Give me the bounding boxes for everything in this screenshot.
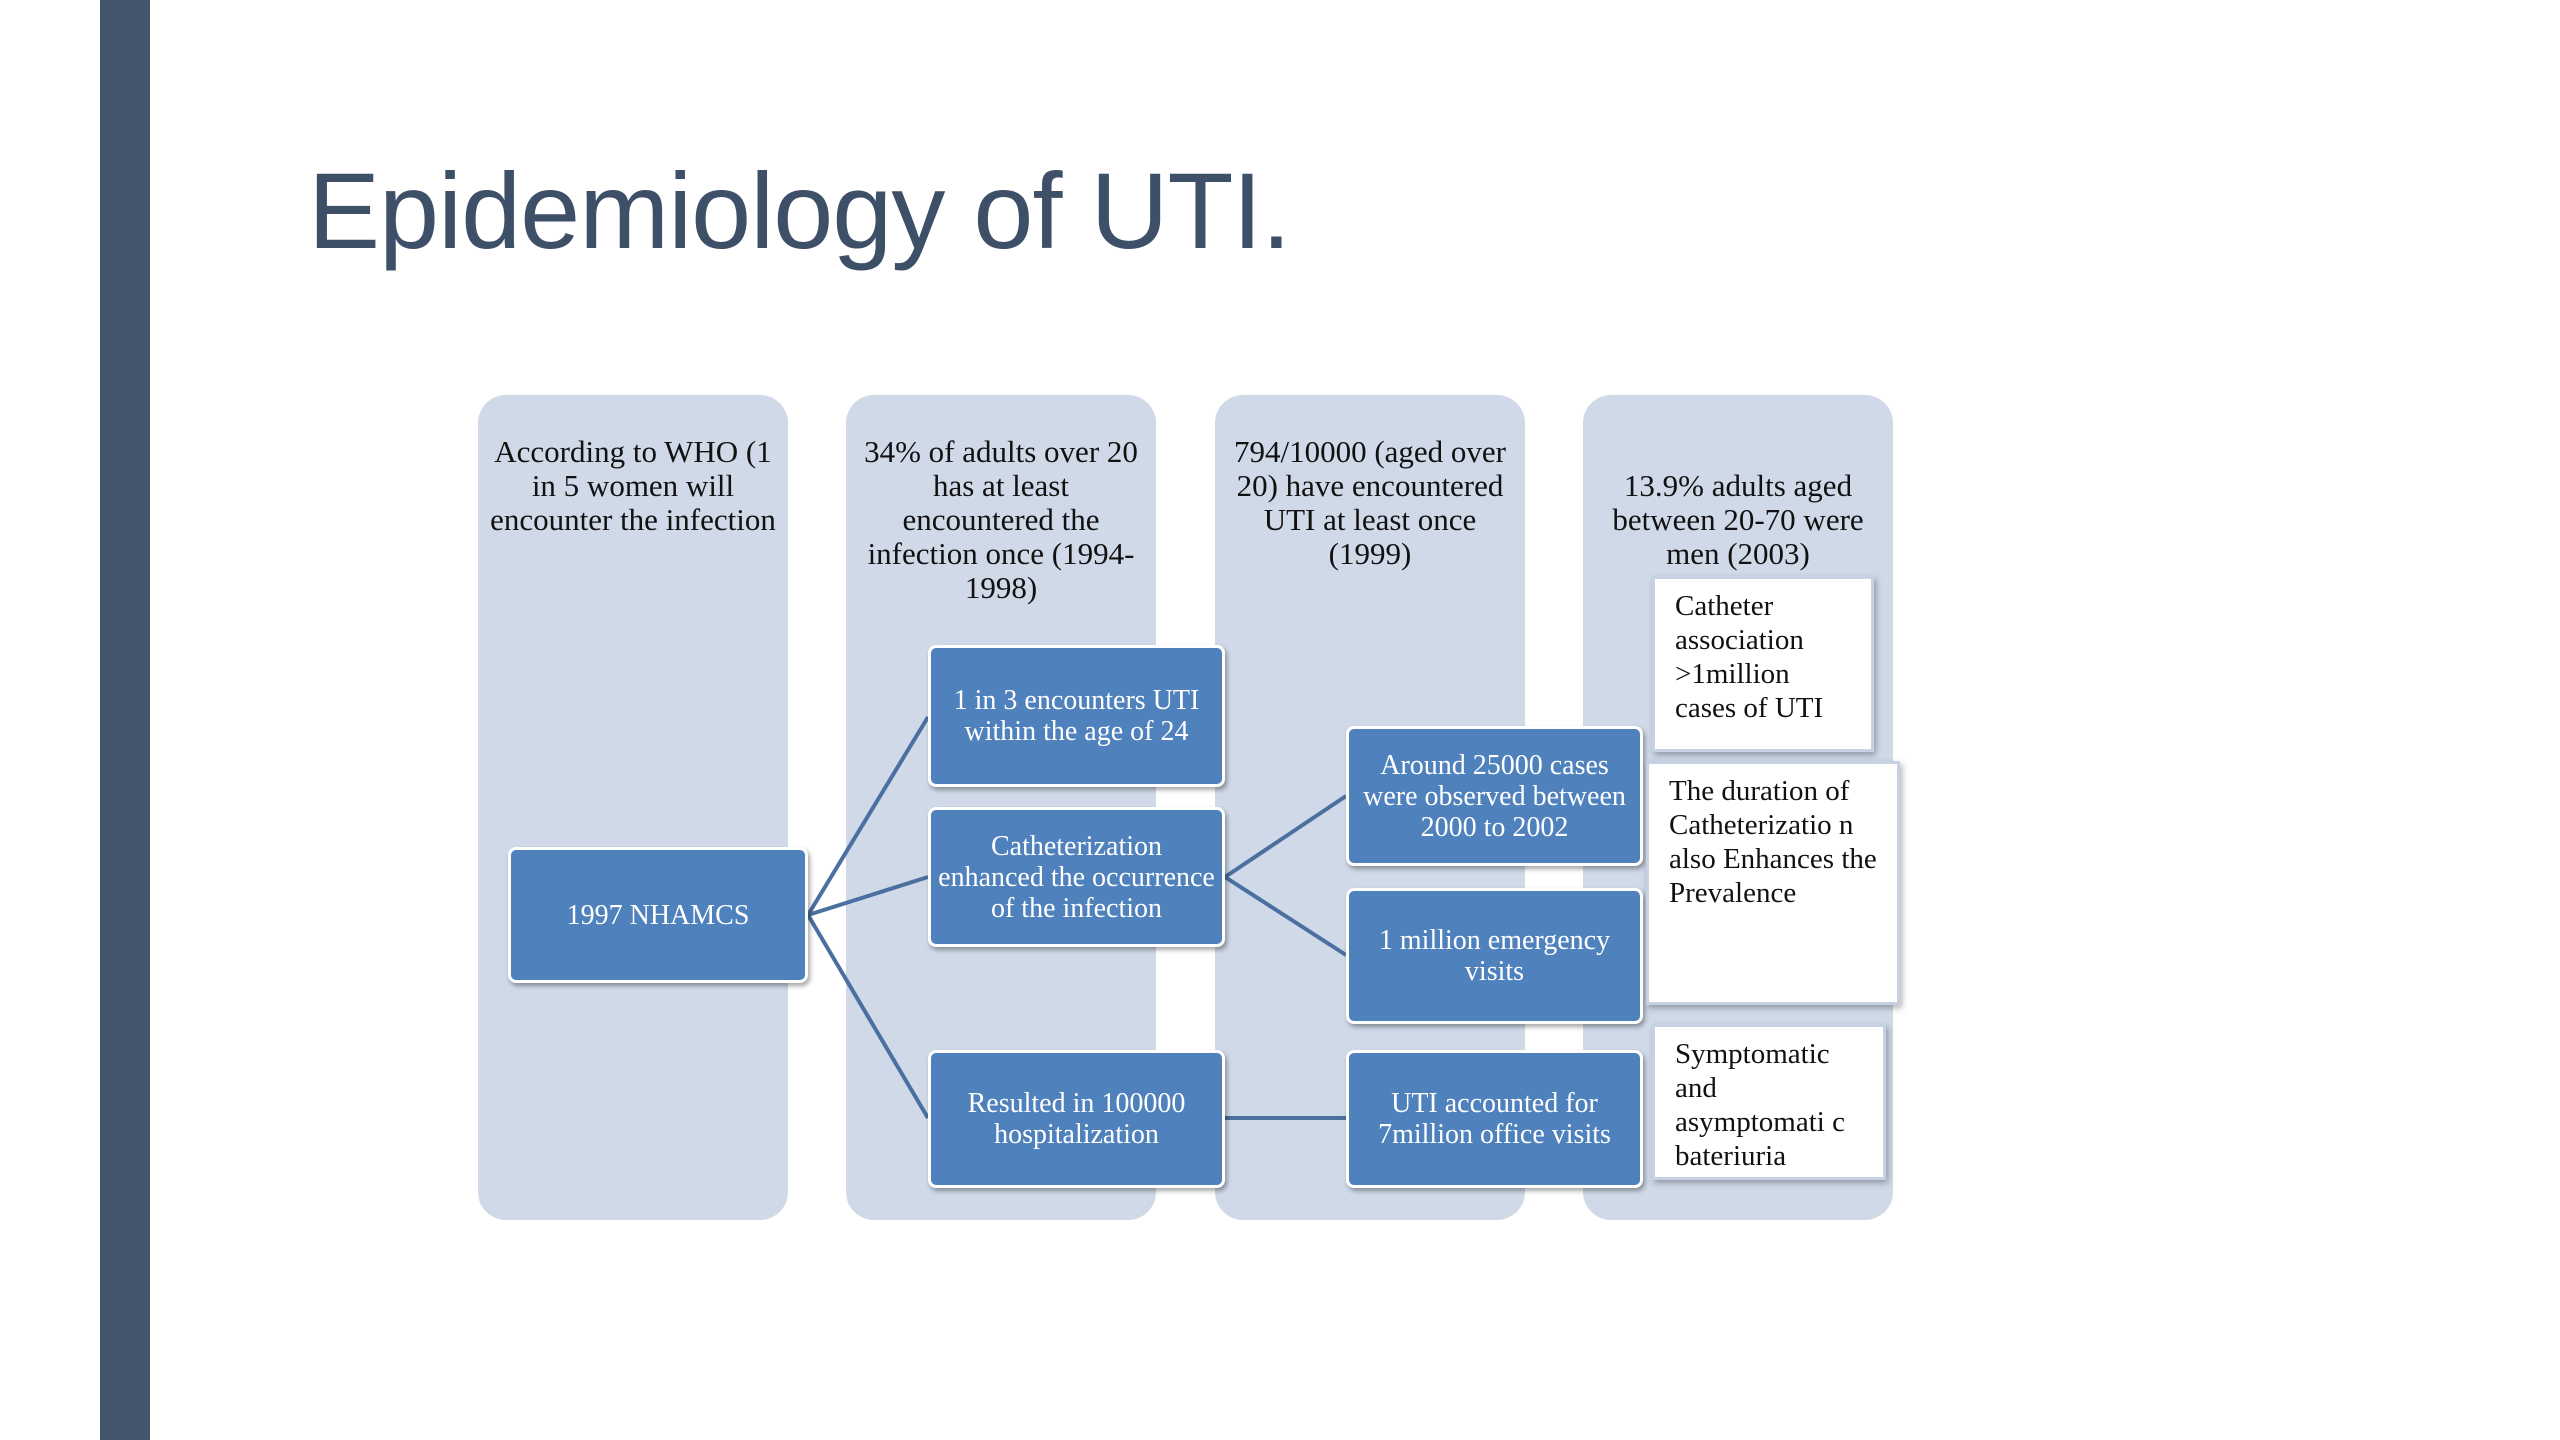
- connector-root-encounters: [806, 715, 930, 917]
- note-catheter-association: Catheter association >1million cases of …: [1652, 576, 1874, 752]
- connector-catheterization-cases: [1223, 794, 1348, 879]
- node-cases-observed: Around 25000 cases were observed between…: [1346, 726, 1643, 866]
- column-who-label: According to WHO (1 in 5 women will enco…: [490, 434, 776, 537]
- node-1997-nhamcs: 1997 NHAMCS: [508, 847, 808, 983]
- column-adults-1994-label: 34% of adults over 20 has at least encou…: [864, 434, 1138, 605]
- node-catheterization: Catheterization enhanced the occurrence …: [928, 807, 1225, 947]
- node-hospitalization: Resulted in 100000 hospitalization: [928, 1050, 1225, 1188]
- node-office-visits: UTI accounted for 7million office visits: [1346, 1050, 1643, 1188]
- note-bateriuria: Symptomatic and asymptomati c bateriuria: [1652, 1024, 1886, 1180]
- note-catheterization-duration: The duration of Catheterizatio n also En…: [1646, 761, 1900, 1005]
- node-emergency-visits: 1 million emergency visits: [1346, 888, 1643, 1024]
- connector-root-hospitalization: [806, 913, 930, 1120]
- column-1999-label: 794/10000 (aged over 20) have encountere…: [1233, 434, 1507, 571]
- column-men-2003-label: 13.9% adults aged between 20-70 were men…: [1612, 468, 1864, 571]
- slide-side-bar: [100, 0, 150, 1440]
- column-who: According to WHO (1 in 5 women will enco…: [478, 395, 788, 1220]
- connector-root-catheterization: [807, 875, 929, 917]
- node-encounters: 1 in 3 encounters UTI within the age of …: [928, 645, 1225, 787]
- slide-title: Epidemiology of UTI.: [308, 150, 1291, 271]
- connector-catheterization-emergency: [1223, 875, 1348, 957]
